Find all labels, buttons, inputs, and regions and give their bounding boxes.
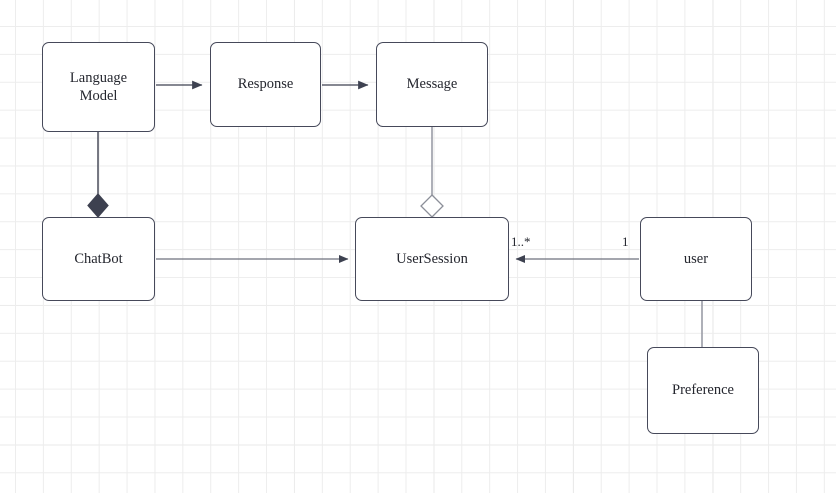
node-chatbot[interactable]: ChatBot: [42, 217, 155, 301]
node-language-model[interactable]: Language Model: [42, 42, 155, 132]
node-response[interactable]: Response: [210, 42, 321, 127]
edge-message-to-usersession: [420, 127, 444, 218]
filled-diamond-icon: [87, 193, 109, 218]
node-usersession[interactable]: UserSession: [355, 217, 509, 301]
node-label: Preference: [672, 382, 734, 399]
node-label: Response: [237, 76, 294, 93]
node-label: UserSession: [396, 250, 468, 267]
node-preference[interactable]: Preference: [647, 347, 759, 434]
hollow-diamond-icon: [420, 194, 444, 218]
edge-label-user-multiplicity: 1: [622, 234, 629, 249]
node-label: Message: [406, 76, 458, 93]
edge-language-model-to-chatbot: [87, 132, 109, 218]
node-label: user: [683, 250, 709, 267]
node-label: ChatBot: [74, 250, 123, 267]
node-label: Language Model: [69, 69, 128, 104]
edge-label-usersession-multiplicity: 1..*: [511, 234, 531, 249]
node-message[interactable]: Message: [376, 42, 488, 127]
node-user[interactable]: user: [640, 217, 752, 301]
